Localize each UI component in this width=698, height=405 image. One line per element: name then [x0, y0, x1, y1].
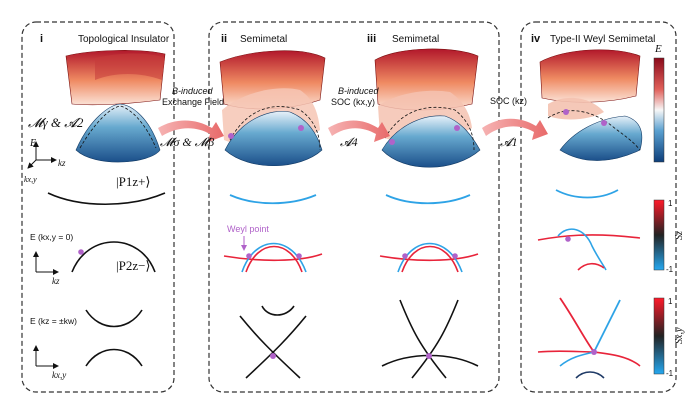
- panel-i-flat-band: [47, 192, 166, 206]
- colorbar-energy-label: E: [654, 43, 662, 55]
- axis-kz-label: kz: [58, 158, 66, 168]
- axis-kxy-label: kx,y: [24, 175, 37, 184]
- colorbar-sz-min: -1: [666, 265, 674, 274]
- arrow-3-line1: SOC (kz): [490, 96, 527, 106]
- panel-iii-band-surface: [374, 48, 481, 168]
- panel-i-gapped-lower: [85, 348, 143, 367]
- ket-top: |P1z+⟩: [116, 174, 151, 189]
- panel-i-weyl-dot: [78, 249, 84, 255]
- arrow-ii-to-iii: [328, 120, 390, 142]
- arrow-3-symbol: 𝓐1: [500, 135, 518, 149]
- plot2-axes: [33, 251, 59, 275]
- panel-iv-band-surface: [539, 49, 643, 161]
- panel-i-roman: i: [40, 33, 43, 45]
- arrow-2-line1: B-induced: [338, 86, 380, 96]
- plot3-axes: [33, 345, 59, 369]
- panel-i-axes-triad: [27, 141, 57, 169]
- axis-e-label: E: [29, 138, 36, 149]
- panel-i-band-surface: [65, 50, 166, 163]
- colorbar-sxy-label: Sx,y: [674, 327, 685, 344]
- panel-i-inverted-band: [71, 241, 156, 273]
- panel-ii-weyl-dot-node: [270, 353, 276, 359]
- colorbar-sz-label: Sz: [674, 231, 685, 240]
- colorbar-sxy-max: 1: [668, 297, 673, 306]
- weyl-point-label: Weyl point: [227, 224, 269, 234]
- panel-iv-weyl-dot-bands: [565, 236, 571, 242]
- panel-ii-band-surface: [219, 50, 326, 166]
- panel-iv-frame: [520, 21, 677, 393]
- panel-ii-cross-a: [239, 315, 301, 379]
- panel-i-symmetry: 𝓜γ & 𝓐2: [28, 115, 84, 130]
- panel-iv-small-lower-arc: [575, 371, 605, 379]
- panel-iii-red-parabola: [401, 245, 459, 273]
- panel-iii-cross-b: [411, 299, 459, 379]
- panel-iii-cross-a: [399, 299, 447, 379]
- panel-iv-weyl-dot-node: [591, 349, 597, 355]
- plot3-xlabel: kx,y: [52, 370, 66, 380]
- colorbar-sz-max: 1: [668, 199, 673, 208]
- panel-iv-roman: iv: [531, 33, 541, 45]
- colorbar-sxy: [653, 297, 665, 375]
- panel-iii-blue-parabola: [397, 242, 463, 273]
- ket-bottom: |P2z−⟩: [116, 258, 151, 273]
- panel-ii-iii-frame: [208, 21, 500, 393]
- arrow-2-line2: SOC (kx,y): [331, 97, 375, 107]
- plot3-ylabel: E (kz = ±kw): [30, 316, 77, 326]
- panel-iv-small-red-arc: [577, 262, 605, 271]
- panel-i-frame: [21, 21, 175, 393]
- panel-ii-weyl-dot-left: [246, 253, 252, 259]
- colorbar-sxy-min: -1: [666, 369, 674, 378]
- colorbar-energy: [653, 57, 665, 163]
- panel-ii-red-flat: [223, 253, 323, 262]
- panel-iii-flat-band: [385, 194, 471, 205]
- panel-iii-weyl-dot-left: [402, 253, 408, 259]
- panel-iv-band-red: [559, 297, 595, 353]
- panel-ii-weyl-dot-right: [296, 253, 302, 259]
- arrow-2-symbol: 𝓐4: [340, 135, 358, 149]
- arrow-i-to-ii: [158, 120, 224, 142]
- panel-iv-title: Type-II Weyl Semimetal: [550, 34, 655, 45]
- panel-iii-roman: iii: [367, 33, 376, 45]
- panel-iii-title: Semimetal: [392, 34, 439, 45]
- arrow-iii-to-iv: [482, 118, 548, 140]
- panel-iv-blue-parabola: [557, 228, 607, 271]
- plot2-ylabel: E (kx,y = 0): [30, 232, 73, 242]
- panel-iv-flat-band: [555, 189, 619, 199]
- arrow-1-line2: Exchange Field: [162, 97, 224, 107]
- panel-ii-blue-parabola: [241, 242, 307, 273]
- panel-ii-flat-band: [229, 194, 317, 205]
- panel-iii-weyl-dot-node: [426, 353, 432, 359]
- plot2-xlabel: kz: [52, 276, 60, 286]
- panel-iv-band-blue: [593, 299, 621, 353]
- panel-i-gapped-upper: [85, 309, 143, 328]
- panel-iv-band-lower-blue: [559, 351, 595, 367]
- panel-ii-title: Semimetal: [240, 34, 287, 45]
- colorbar-sz: [653, 199, 665, 271]
- panel-ii-cross-b: [245, 315, 307, 379]
- panel-ii-red-parabola: [245, 245, 303, 273]
- panel-iv-red-band: [537, 234, 641, 241]
- panel-iii-weyl-dot-right: [452, 253, 458, 259]
- panel-i-title: Topological Insulator: [78, 34, 170, 45]
- panel-ii-upper-branch: [261, 305, 295, 316]
- panel-ii-roman: ii: [221, 33, 227, 45]
- arrow-1-symbol: 𝓜σ & 𝓜β: [160, 135, 214, 149]
- panel-iii-red-flat: [379, 253, 479, 262]
- arrow-1-line1: B-induced: [172, 86, 214, 96]
